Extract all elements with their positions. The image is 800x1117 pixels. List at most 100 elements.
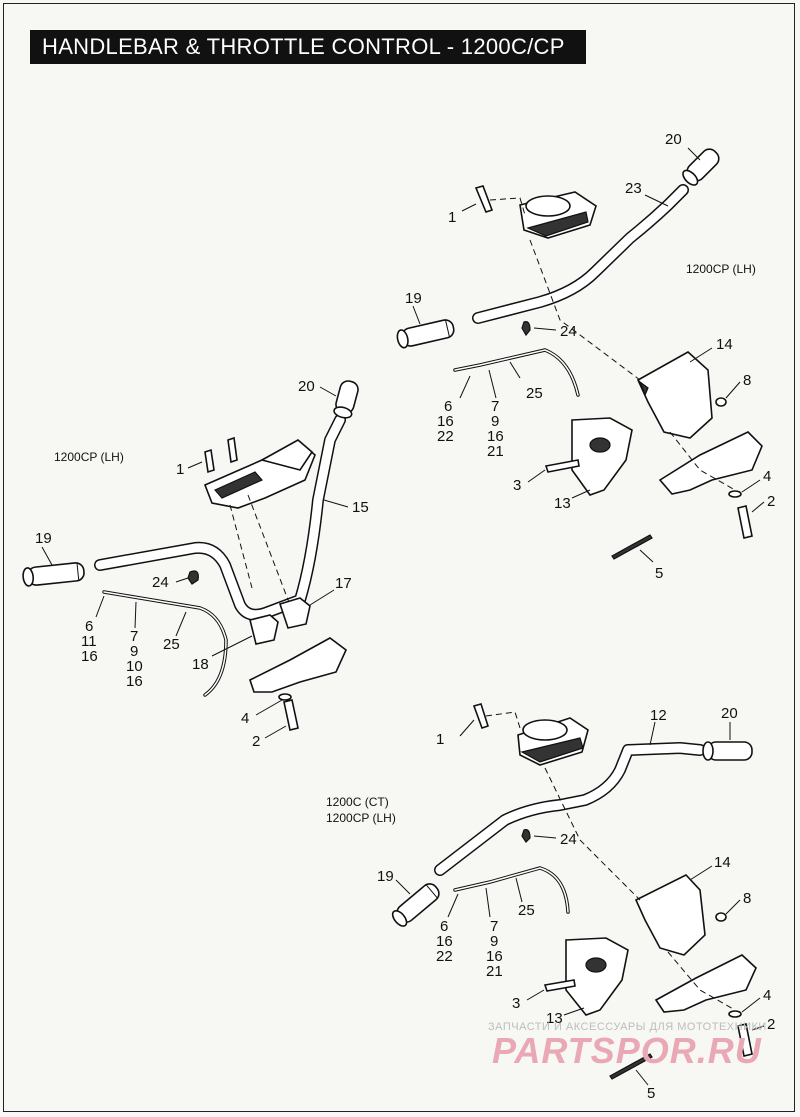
- callout-7: 7: [491, 398, 499, 415]
- callout-2: 2: [252, 733, 260, 750]
- callout-6: 6: [444, 398, 452, 415]
- callout-5: 5: [655, 565, 663, 582]
- caption-bottom-1: 1200C (CT): [326, 795, 389, 809]
- caption-top-right: 1200CP (LH): [686, 262, 756, 276]
- grip-20: [682, 148, 720, 186]
- callout-4: 4: [763, 987, 771, 1004]
- callout-20: 20: [298, 378, 315, 395]
- grip-20: [333, 380, 359, 419]
- bracket-13: [565, 937, 629, 1016]
- callout-23: 23: [625, 180, 642, 197]
- callout-21: 21: [486, 963, 503, 980]
- callout-22: 22: [436, 948, 453, 965]
- riser-cover-14: [634, 874, 706, 956]
- callout-3: 3: [512, 995, 520, 1012]
- cable-25: [453, 866, 570, 914]
- washer-4: [728, 490, 742, 498]
- screw-3: [544, 459, 580, 473]
- callout-9: 9: [491, 413, 499, 430]
- screw-3: [543, 979, 576, 992]
- callout-9: 9: [130, 643, 138, 660]
- callout-6: 6: [440, 918, 448, 935]
- callout-19: 19: [35, 530, 52, 547]
- callout-18: 18: [192, 656, 209, 673]
- bolt-1a: [204, 448, 215, 474]
- upper-clamp: [517, 717, 589, 766]
- callout-19: 19: [405, 290, 422, 307]
- callout-7: 7: [130, 628, 138, 645]
- grip-19: [391, 883, 440, 927]
- diagram-frame: [3, 3, 795, 1112]
- callout-12: 12: [650, 707, 667, 724]
- callout-24: 24: [560, 323, 577, 340]
- riser-18: [249, 614, 279, 645]
- callout-13: 13: [554, 495, 571, 512]
- callout-16: 16: [437, 413, 454, 430]
- washer-8: [715, 397, 727, 407]
- callout-25: 25: [526, 385, 543, 402]
- washer-4: [728, 1010, 742, 1018]
- callout-7: 7: [490, 918, 498, 935]
- bracket-13: [571, 417, 633, 496]
- callout-24: 24: [560, 831, 577, 848]
- callout-2: 2: [767, 1016, 775, 1033]
- grip-20: [702, 741, 753, 761]
- clip-24: [521, 321, 531, 337]
- grip-19: [22, 562, 85, 587]
- watermark-logo: PARTSPOR.RU: [492, 1030, 762, 1071]
- callout-1: 1: [436, 731, 444, 748]
- callout-8: 8: [743, 372, 751, 389]
- callout-4: 4: [241, 710, 249, 727]
- riser-17: [278, 597, 311, 629]
- grip-19: [396, 319, 455, 349]
- bolt-2: [737, 505, 753, 539]
- callout-22: 22: [437, 428, 454, 445]
- upper-clamp: [519, 191, 597, 239]
- callout-19: 19: [377, 868, 394, 885]
- upper-clamp-gauge: [203, 439, 316, 509]
- callout-6: 6: [85, 618, 93, 635]
- lower-clamp: [654, 954, 757, 1013]
- callout-17: 17: [335, 575, 352, 592]
- callout-13: 13: [546, 1010, 563, 1027]
- bolt-2: [283, 699, 299, 731]
- callout-3: 3: [513, 477, 521, 494]
- caption-left: 1200CP (LH): [54, 450, 124, 464]
- callout-20: 20: [665, 131, 682, 148]
- callout-16: 16: [81, 648, 98, 665]
- callout-16b: 16: [126, 673, 143, 690]
- callout-11: 11: [81, 633, 97, 650]
- callout-16b: 16: [487, 428, 504, 445]
- callout-14: 14: [714, 854, 731, 871]
- callout-16: 16: [436, 933, 453, 950]
- assembly-1200cp-top: 1 20 23 19 24 25 6 16 22 7 9 16 21 14 8 …: [396, 131, 775, 582]
- bolt-1b: [227, 436, 238, 464]
- clip-24: [521, 829, 531, 843]
- callout-25: 25: [163, 636, 180, 653]
- lower-clamp: [249, 637, 347, 693]
- pin-5: [611, 534, 653, 560]
- callout-10: 10: [126, 658, 143, 675]
- callout-2: 2: [767, 493, 775, 510]
- callout-9: 9: [490, 933, 498, 950]
- callout-5: 5: [647, 1085, 655, 1102]
- assembly-1200cp-left: 20 1 15 19 24 17 6 11 16 7 9 10 16 25 18…: [22, 378, 369, 750]
- callout-1: 1: [448, 209, 456, 226]
- watermark-tagline: ЗАПЧАСТИ И АКСЕССУАРЫ ДЛЯ МОТОТЕХНИКИ: [488, 1021, 767, 1033]
- washer-4: [278, 693, 292, 701]
- bolt-2: [737, 1023, 753, 1057]
- bolt-1: [472, 703, 490, 730]
- assembly-1200c-bottom: 1 12 20 24 19 6 16 22 7 9 16 21 25 14 8 …: [326, 703, 775, 1102]
- lower-clamp: [658, 431, 763, 495]
- callout-1: 1: [176, 461, 184, 478]
- caption-bottom-2: 1200CP (LH): [326, 811, 396, 825]
- handlebar-12: [434, 742, 706, 876]
- callout-24: 24: [152, 574, 169, 591]
- clip-24: [187, 570, 199, 585]
- callout-20: 20: [721, 705, 738, 722]
- callout-25: 25: [518, 902, 535, 919]
- page-title: HANDLEBAR & THROTTLE CONTROL - 1200C/CP: [30, 30, 586, 64]
- callout-16b: 16: [486, 948, 503, 965]
- callout-4: 4: [763, 468, 771, 485]
